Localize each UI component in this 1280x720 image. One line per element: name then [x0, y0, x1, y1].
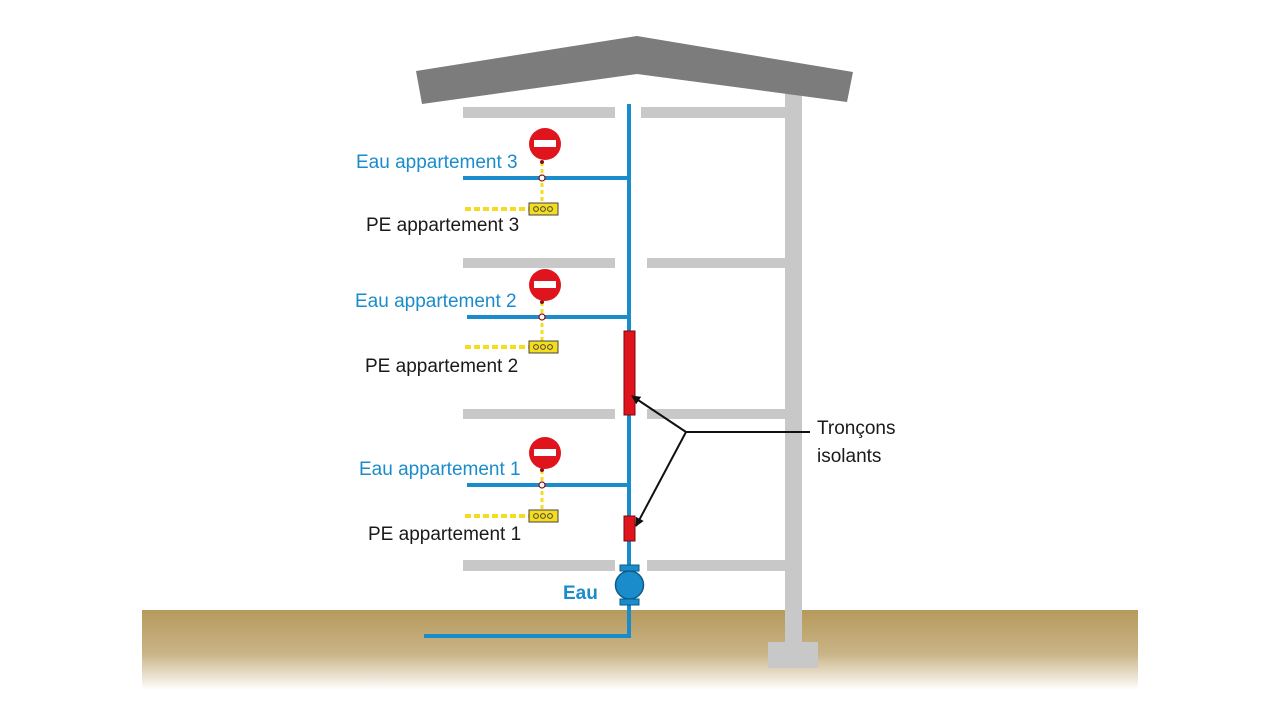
label-pe-apartment-3: PE appartement 3 — [366, 215, 519, 236]
callout-arrow-upper — [631, 395, 687, 433]
callout-arrow-lower — [635, 431, 687, 527]
insulating-section-lower — [623, 515, 636, 542]
label-pe-apartment-2: PE appartement 2 — [365, 356, 518, 377]
earth-terminal-bar-icon — [528, 509, 559, 523]
floor-slab-1-left — [463, 409, 615, 419]
label-water-apartment-1: Eau appartement 1 — [359, 459, 521, 480]
no-entry-sign-icon — [529, 269, 561, 301]
label-insulating-sections-line1: Tronçons — [817, 418, 896, 439]
foundation-block — [768, 642, 818, 668]
label-water-main: Eau — [563, 583, 598, 604]
floor-slab-0-right — [647, 560, 787, 571]
floor-slab-top-right — [641, 107, 787, 118]
earth-connection-apartment-1 — [465, 437, 561, 523]
roof — [416, 36, 853, 104]
floor-slab-0-left — [463, 560, 615, 571]
earth-connection-apartment-2 — [465, 269, 561, 354]
no-entry-sign-icon — [529, 437, 561, 469]
insulating-sections-callout — [631, 395, 810, 527]
no-entry-sign-icon — [529, 128, 561, 160]
earth-connection-apartment-3 — [465, 128, 561, 216]
floor-slab-2-right — [647, 258, 787, 268]
floor-slabs — [463, 107, 787, 571]
floor-slab-1-right — [647, 409, 787, 419]
water-meter-icon — [614, 564, 645, 606]
label-water-apartment-3: Eau appartement 3 — [356, 152, 518, 173]
building-wall — [785, 92, 802, 644]
floor-slab-top-left — [463, 107, 615, 118]
earth-terminal-bar-icon — [528, 340, 559, 354]
label-insulating-sections-line2: isolants — [817, 446, 881, 467]
label-pe-apartment-1: PE appartement 1 — [368, 524, 521, 545]
earth-terminal-bar-icon — [528, 202, 559, 216]
insulating-section-upper — [623, 330, 636, 416]
label-water-apartment-2: Eau appartement 2 — [355, 291, 517, 312]
floor-slab-2-left — [463, 258, 615, 268]
ground — [142, 610, 1138, 690]
